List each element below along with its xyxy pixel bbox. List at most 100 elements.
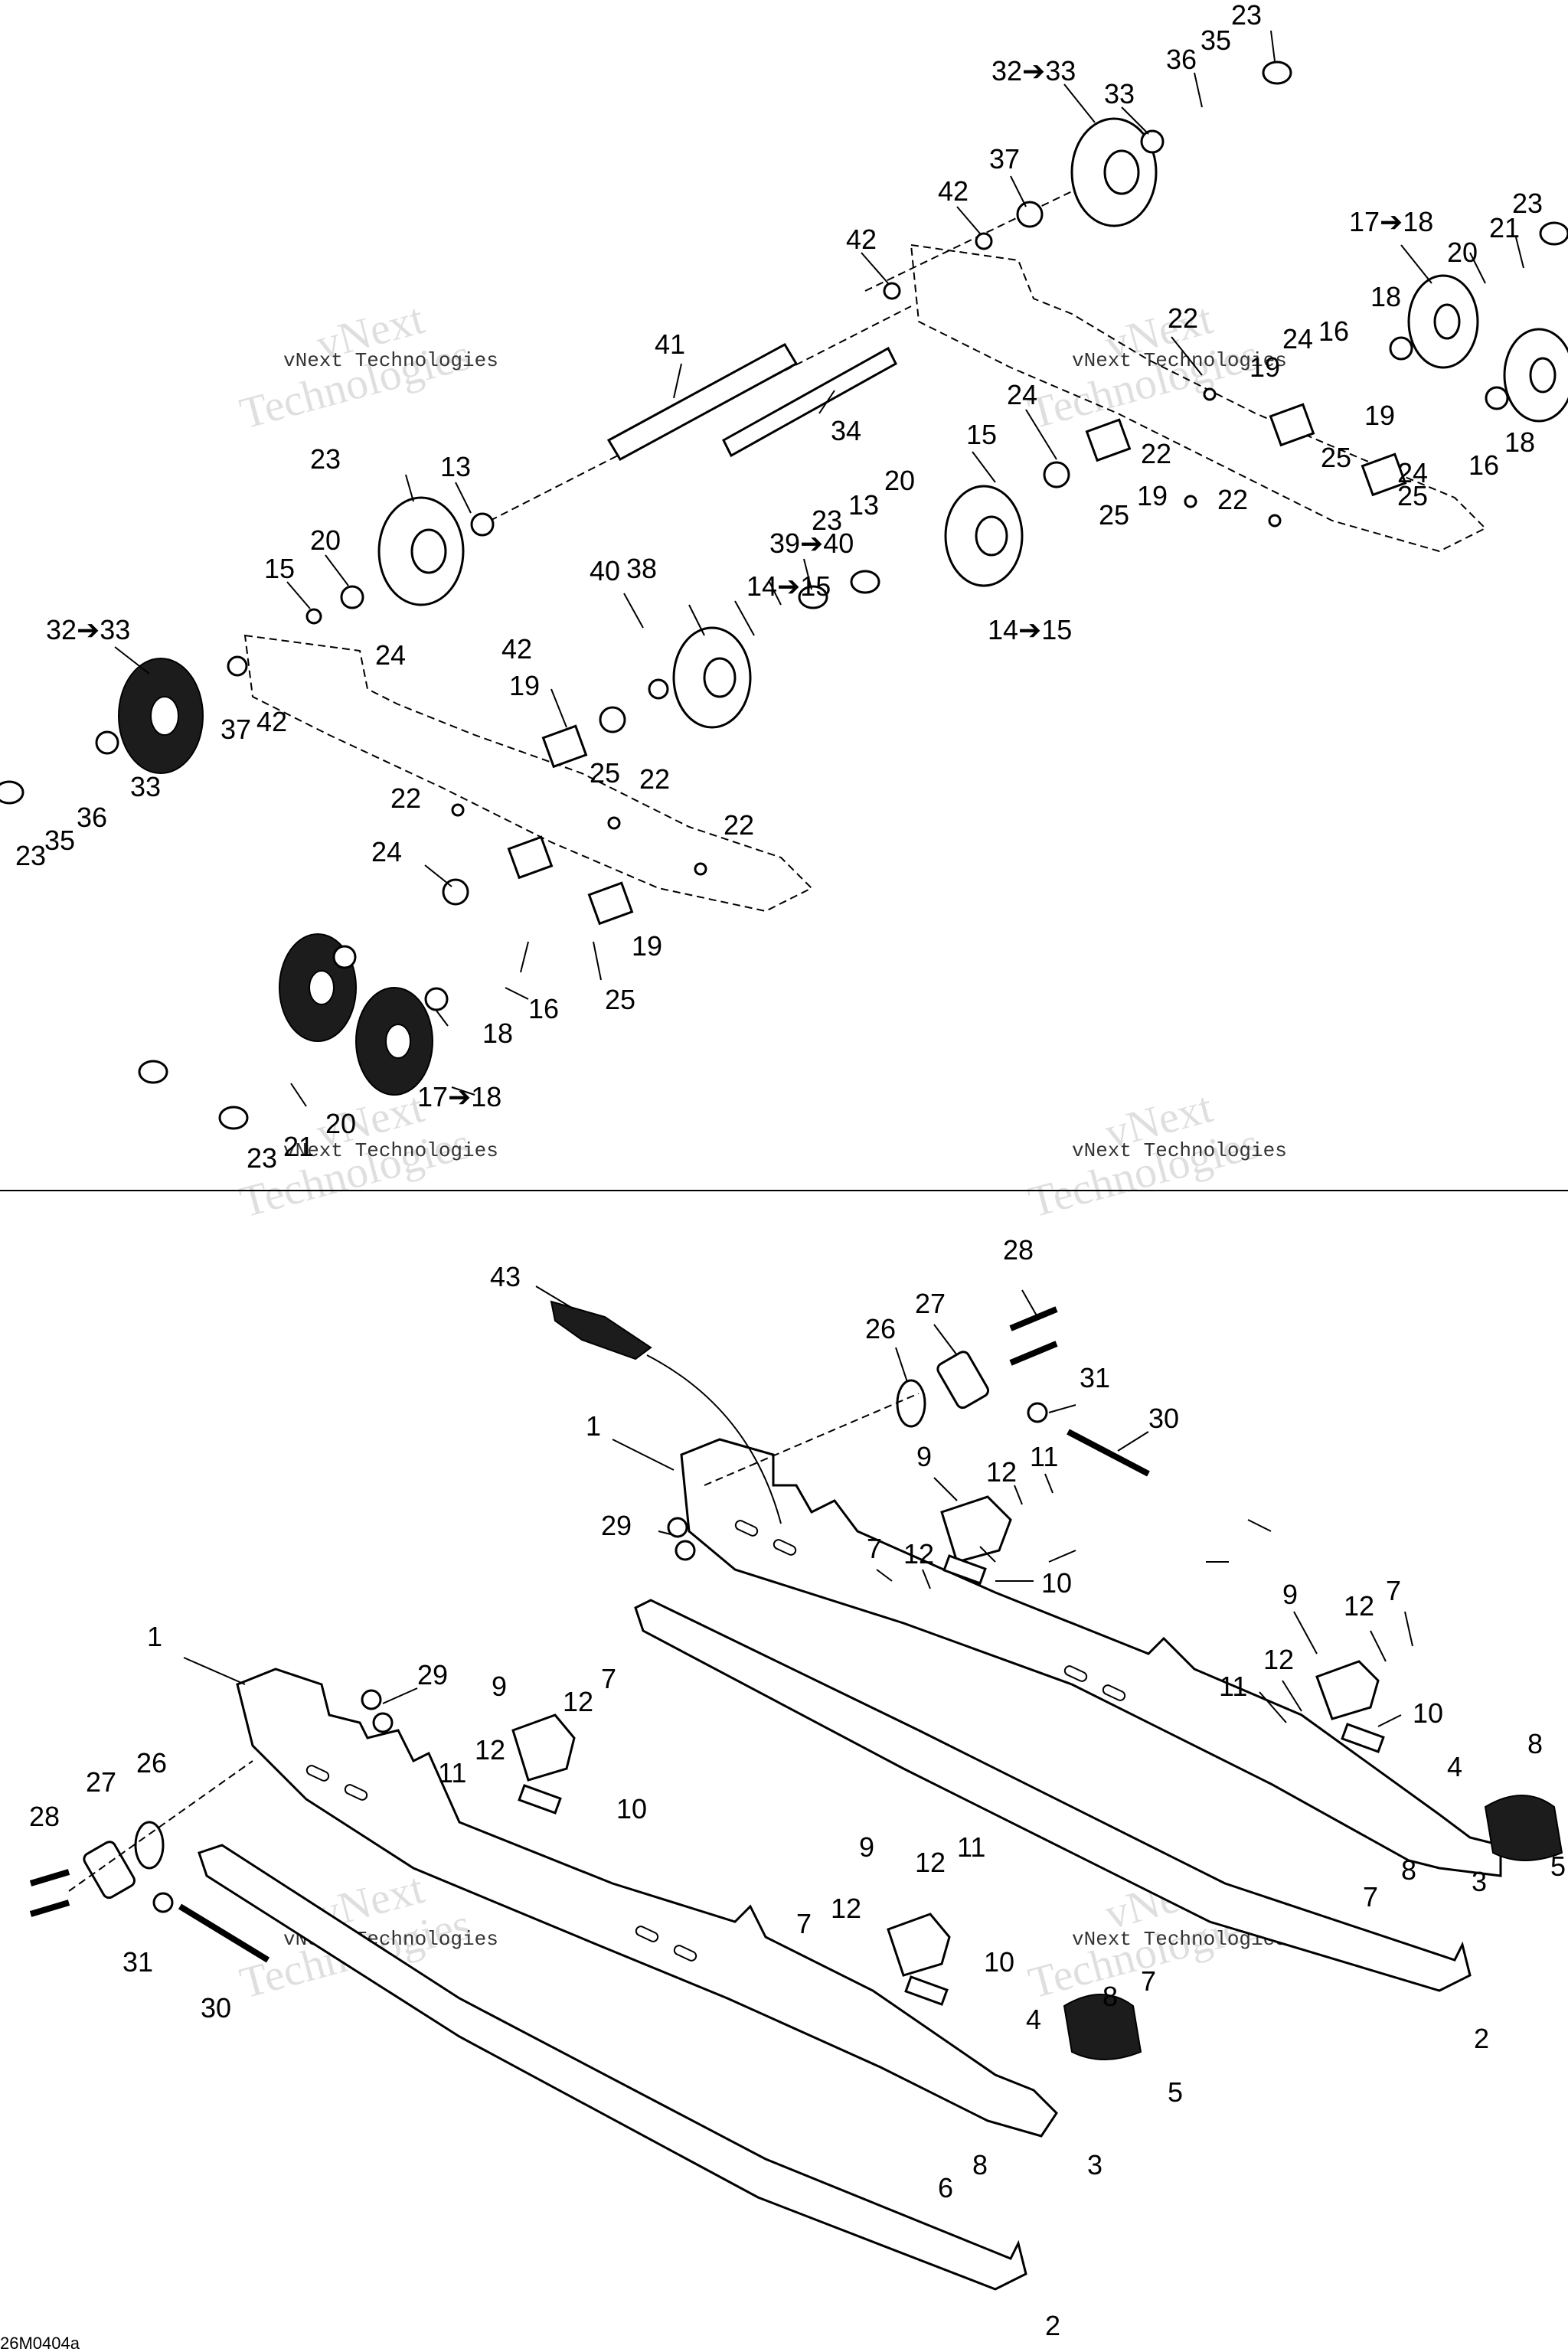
nut-29 xyxy=(667,1517,688,1538)
callout-label: 12 xyxy=(563,1686,593,1717)
callout-label: 30 xyxy=(201,1992,231,2024)
callout-label: 42 xyxy=(846,224,877,255)
idler-wheel-39 xyxy=(377,496,465,606)
callout-label: 12 xyxy=(1263,1644,1294,1675)
bearing-33 xyxy=(1140,129,1165,154)
wear-strip-10-d xyxy=(904,1975,949,2006)
callout-label: 14➔15 xyxy=(746,570,831,602)
callout-label: 12 xyxy=(903,1538,934,1570)
callout-label: 23 xyxy=(1512,188,1543,219)
callout-label: 12 xyxy=(986,1456,1017,1488)
cap-23-g xyxy=(1539,221,1568,246)
watermark-mid-right: vNext Technologies vNext Technologies xyxy=(1024,1082,1287,1227)
plate-26-a xyxy=(896,1379,926,1428)
callout-label: 10 xyxy=(1041,1567,1072,1599)
slide-rail-left xyxy=(236,1668,1058,2138)
watermark-caption: vNext Technologies xyxy=(283,349,498,372)
callout-label: 13 xyxy=(848,489,879,521)
callout-label: 42 xyxy=(501,633,532,665)
callout-label: 8 xyxy=(1527,1728,1543,1759)
bearing-40 xyxy=(470,512,495,537)
watermark-caption: vNext Technologies xyxy=(283,1139,498,1162)
rail-slots xyxy=(305,1520,1126,1962)
callout-label: 13 xyxy=(440,451,471,482)
callout-label: 17➔18 xyxy=(417,1081,501,1112)
callout-label: 25 xyxy=(1099,499,1129,531)
callout-label: 1 xyxy=(147,1621,162,1652)
spacer-37 xyxy=(1016,201,1044,228)
callout-label: 9 xyxy=(1282,1579,1298,1610)
watermark-top-left: vNext Technologies vNext Technologies xyxy=(235,293,498,438)
callout-label: 5 xyxy=(1168,2076,1183,2108)
nut-22 xyxy=(451,803,465,817)
callout-label: 12 xyxy=(475,1734,505,1766)
callout-label: 21 xyxy=(1489,212,1520,243)
callout-label: 37 xyxy=(989,143,1020,175)
callout-label: 22 xyxy=(1217,484,1248,515)
callout-label: 7 xyxy=(1141,1965,1156,1997)
idler-wheel-14-right xyxy=(944,485,1024,587)
lower-assembly: 28 43 27 26 31 30 1 9 12 11 29 7 12 10 9… xyxy=(29,1234,1566,2341)
callout-label: 8 xyxy=(1401,1854,1416,1886)
callout-label: 10 xyxy=(1413,1697,1443,1729)
bracket-27-b xyxy=(83,1841,136,1900)
washer-42 xyxy=(975,232,993,250)
callout-label: 9 xyxy=(859,1831,874,1863)
callout-label: 31 xyxy=(122,1946,153,1978)
cap-23-d xyxy=(0,780,24,805)
callout-label: 23 xyxy=(812,505,842,536)
rail-end-cap-5-a xyxy=(1484,1795,1563,1861)
callout-label: 25 xyxy=(1321,442,1351,473)
axle-tube-41 xyxy=(606,342,799,462)
bolt-30-a xyxy=(1067,1429,1150,1477)
callout-label: 20 xyxy=(1447,237,1478,268)
callout-label: 31 xyxy=(1080,1362,1110,1393)
bolt-30-b xyxy=(178,1903,270,1963)
callout-label: 18 xyxy=(482,1018,513,1049)
washer-42-b xyxy=(883,282,901,300)
upper-leader-lines xyxy=(114,30,1524,1107)
callout-label: 41 xyxy=(655,328,685,360)
nut-22 xyxy=(607,816,621,830)
bearing-16-b xyxy=(1389,336,1413,361)
plate-26-b xyxy=(134,1821,165,1870)
bolt-28 xyxy=(1009,1306,1058,1331)
callout-label: 14➔15 xyxy=(988,614,1072,645)
callout-label: 10 xyxy=(616,1793,647,1824)
lower-callouts: 28 43 27 26 31 30 1 9 12 11 29 7 12 10 9… xyxy=(29,1234,1566,2341)
washer-42-c xyxy=(305,608,322,625)
callout-label: 33 xyxy=(1104,78,1135,109)
callout-label: 34 xyxy=(831,415,861,446)
callout-label: 38 xyxy=(626,553,657,584)
nut-22 xyxy=(1184,495,1197,508)
callout-label: 5 xyxy=(1550,1851,1566,1882)
callout-label: 19 xyxy=(632,930,662,962)
slider-block-9-c xyxy=(511,1713,576,1782)
cap-23-f xyxy=(218,1106,249,1130)
bearing-block-19-d xyxy=(1085,418,1132,462)
callout-label: 30 xyxy=(1148,1403,1179,1434)
bearing-block-19-a xyxy=(541,724,588,769)
callout-label: 32➔33 xyxy=(46,614,130,645)
decal-leader xyxy=(646,1354,782,1524)
callout-label: 26 xyxy=(865,1313,896,1344)
callout-label: 29 xyxy=(417,1659,448,1690)
callout-label: 25 xyxy=(1397,480,1428,511)
callout-label: 22 xyxy=(1168,302,1198,334)
callout-label: 27 xyxy=(86,1766,116,1798)
callout-label: 3 xyxy=(1087,2149,1102,2180)
washer-24 xyxy=(599,706,626,733)
callout-label: 4 xyxy=(1447,1751,1462,1782)
callout-label: 35 xyxy=(1200,24,1231,56)
callout-label: 39➔40 xyxy=(769,528,854,559)
bearing-15 xyxy=(648,678,669,700)
callout-label: 8 xyxy=(1102,1981,1118,2012)
callout-label: 19 xyxy=(1364,400,1395,431)
nut-29 xyxy=(361,1689,382,1710)
callout-label: 9 xyxy=(916,1441,932,1472)
wear-strip-10-c xyxy=(518,1784,562,1815)
callout-label: 36 xyxy=(77,802,107,833)
nut-31 xyxy=(1027,1402,1048,1423)
callout-label: 35 xyxy=(44,825,75,856)
washer-24-c xyxy=(442,878,469,906)
